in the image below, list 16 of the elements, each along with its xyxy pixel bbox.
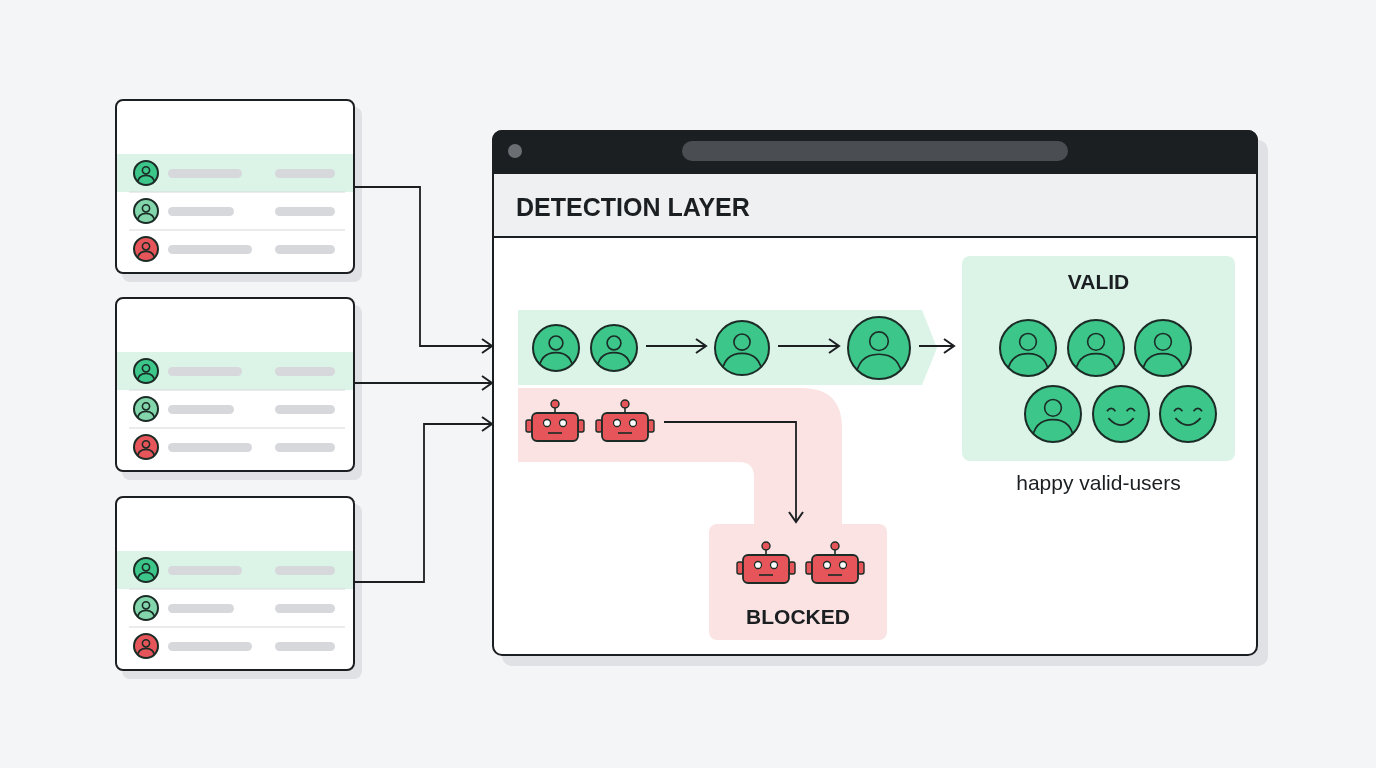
valid-panel [962,256,1235,461]
arrow [918,338,955,354]
panel-title: DETECTION LAYER [516,193,750,222]
user-icon [714,320,770,376]
user-icon [847,316,911,380]
arrow [354,375,493,391]
arrow [663,421,804,523]
arrow [354,416,493,583]
arrow [645,338,707,354]
arrow [354,186,493,354]
section-title: VALID [1066,270,1131,294]
caption-text: happy valid-users [1015,471,1182,495]
arrow [777,338,840,354]
blocked-panel [709,524,887,640]
section-title: BLOCKED [745,605,851,629]
users-icon [532,324,638,372]
